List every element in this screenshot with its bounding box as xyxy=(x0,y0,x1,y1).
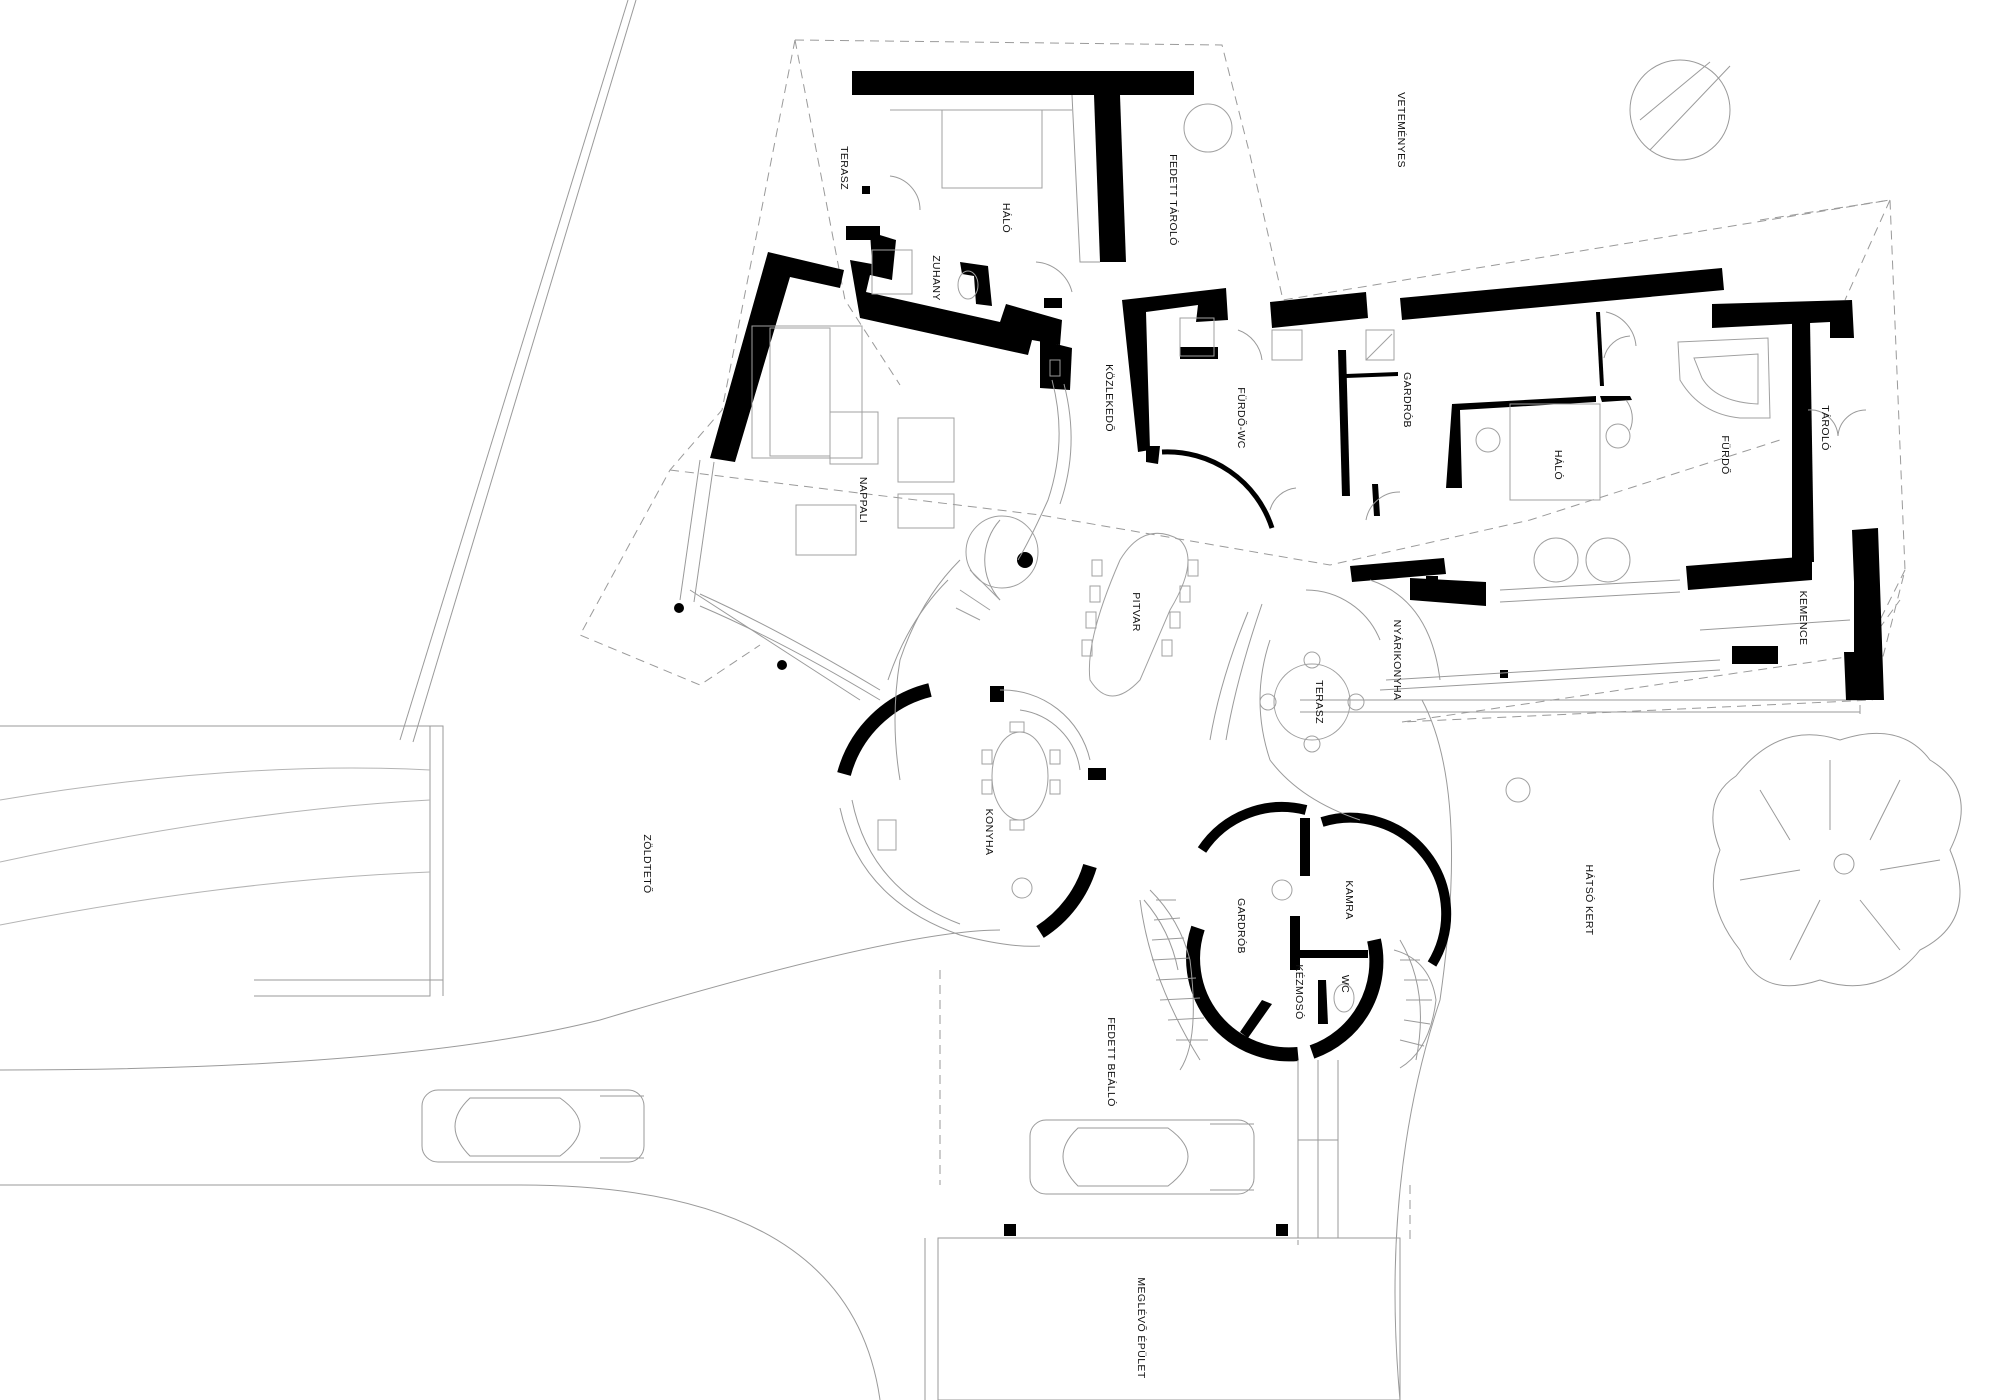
room-labels: TERASZ HÁLÓ ZUHANY FEDETT TÁROLÓ VETEMÉN… xyxy=(641,92,1832,1379)
room-label-tarolo: TÁROLÓ xyxy=(1819,405,1832,451)
room-label-fedett-beallo: FEDETT BEÁLLÓ xyxy=(1105,1017,1118,1107)
car-icon xyxy=(421,1089,645,1163)
room-label-furdo-wc: FÜRDŐ-WC xyxy=(1235,387,1249,449)
bathtub-icon xyxy=(1677,337,1771,419)
room-label-wc: WC xyxy=(1339,975,1351,993)
room-label-halo-nw: HÁLÓ xyxy=(1000,203,1013,233)
dining-table-icon xyxy=(981,721,1061,831)
tree-icon xyxy=(1629,59,1731,161)
roof-outline xyxy=(579,39,1906,1245)
room-label-gardrob-ne: GARDRÓB xyxy=(1401,372,1414,428)
round-walls xyxy=(674,552,1452,1236)
room-label-furdo: FÜRDŐ xyxy=(1719,435,1733,474)
tree-icon xyxy=(1712,732,1962,987)
room-label-kozlekedo: KÖZLEKEDŐ xyxy=(1103,364,1117,432)
room-label-hatso-kert: HÁTSÓ KERT xyxy=(1583,865,1596,936)
room-label-halo-ne: HÁLÓ xyxy=(1552,450,1565,480)
room-label-zuhany: ZUHANY xyxy=(930,255,942,301)
dining-table-icon xyxy=(1081,532,1199,697)
room-label-gardrob-s: GARDRÓB xyxy=(1235,898,1248,954)
glazing-curves xyxy=(679,379,1851,1238)
room-label-kezmoso: KÉZMOSÓ xyxy=(1293,964,1306,1019)
room-label-nyarikonyha: NYÁRIKONYHA xyxy=(1391,620,1404,701)
room-label-konyha: KONYHA xyxy=(983,809,995,856)
spiral-staircase-icon xyxy=(1139,899,1432,1061)
room-label-meglevo-epulet: MEGLÉVŐ ÉPÜLET xyxy=(1135,1277,1149,1378)
room-label-pitvar: PITVAR xyxy=(1130,592,1142,632)
room-label-kamra: KAMRA xyxy=(1343,880,1355,919)
dining-table-icon xyxy=(1259,651,1365,753)
room-label-fedett-tarolo: FEDETT TÁROLÓ xyxy=(1167,154,1180,246)
room-label-terasz-e: TERASZ xyxy=(1313,680,1325,724)
nw-wing-walls xyxy=(710,71,1194,462)
room-label-zoldteto: ZÖLDTETŐ xyxy=(641,834,655,893)
furniture xyxy=(751,103,1771,1013)
room-label-nappali: NAPPALI xyxy=(857,477,869,523)
room-label-terasz-nw: TERASZ xyxy=(838,146,850,190)
room-label-vetemenyes: VETEMÉNYES xyxy=(1395,92,1408,168)
car-icon xyxy=(1029,1119,1255,1195)
site-lines xyxy=(0,0,1860,1400)
ne-wing-walls xyxy=(1122,268,1884,700)
room-label-kemence: KEMENCE xyxy=(1797,591,1809,646)
